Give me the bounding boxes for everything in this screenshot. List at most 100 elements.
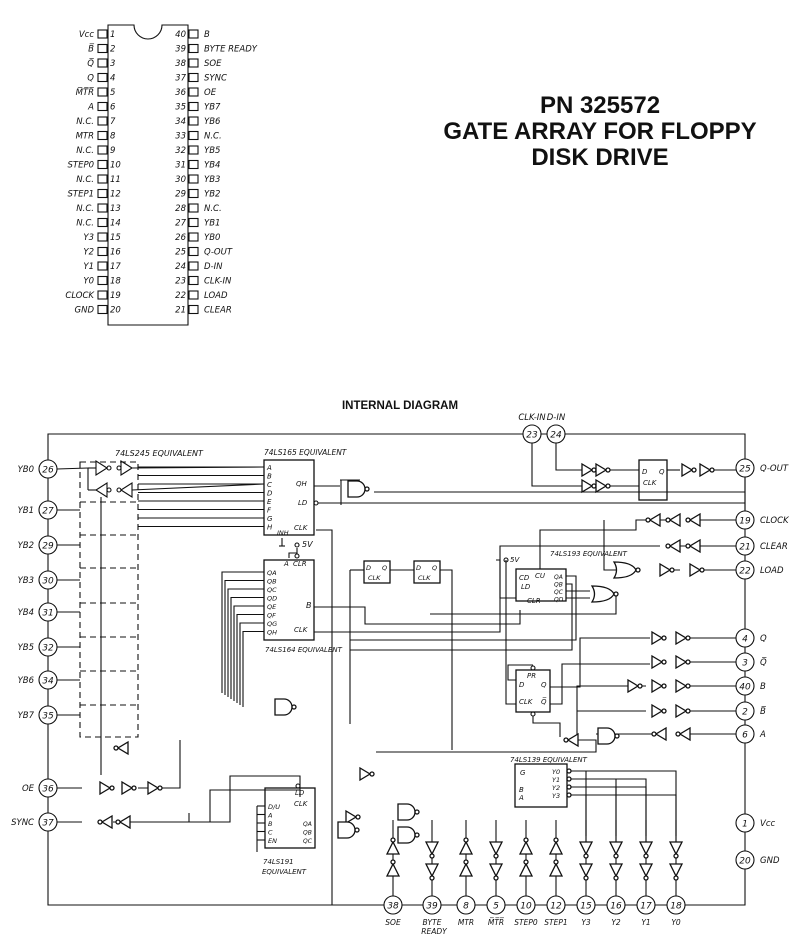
pin-label: QA [267, 569, 277, 577]
dip-pin-pad [188, 290, 199, 300]
dip-pin-pad [97, 232, 108, 242]
dip-pin-name: CLK-IN [204, 277, 232, 287]
pin-name: OE [22, 784, 35, 794]
buffer-gate [595, 478, 608, 494]
buffer-gate [659, 562, 672, 578]
buffer-gate [458, 862, 474, 877]
inverter-bubble [429, 853, 435, 859]
buffer-gate [689, 562, 702, 578]
chip-74ls165-label: 74LS165 EQUIVALENT [264, 448, 348, 457]
buffer-gate [147, 780, 160, 796]
dip-pin-name: N.C. [204, 204, 222, 214]
dip-pin-pad [188, 304, 199, 315]
pin-label: CLR [293, 560, 307, 568]
dip-pin-pad [188, 159, 199, 170]
inverter-bubble [661, 683, 667, 689]
pin-label: D [267, 490, 273, 498]
dip-pin-pad [97, 130, 108, 141]
dip-pin-number: 21 [175, 306, 186, 316]
pin-label: CLK [294, 626, 309, 634]
pin-label: PR [527, 672, 536, 680]
inverter-bubble [553, 859, 559, 865]
inverter-bubble [661, 635, 667, 641]
wire [550, 663, 650, 705]
pin-label: B [306, 601, 312, 610]
inverter-bubble [563, 737, 569, 743]
pin-circle [735, 813, 755, 833]
dip-pin-number: 2 [110, 45, 115, 55]
pin-label: CU [535, 572, 545, 580]
pin-name: Vcc [760, 819, 775, 829]
pin-label: CLK [368, 574, 381, 582]
dip-pin-11: 11N.C. [76, 174, 121, 185]
buffer-dashed-outline [79, 461, 139, 738]
pin-label: Q [541, 681, 547, 689]
nand-gate [337, 821, 356, 839]
buffer-gate [488, 863, 504, 878]
pin-number: 29 [42, 542, 54, 552]
dip-pin-number: 26 [175, 233, 186, 243]
dip-pin-6: 6A [87, 101, 116, 113]
wire [113, 789, 300, 823]
buffer-gate [699, 462, 712, 478]
dip-pin-number: 30 [175, 175, 186, 185]
buffer-gate [581, 478, 594, 494]
wire [188, 775, 301, 823]
buffer-gate [681, 462, 694, 478]
buffer-gate [121, 780, 134, 796]
dip-pin-pad [188, 87, 199, 97]
dip-pin-number: 32 [175, 146, 186, 156]
pin-name: A [759, 730, 766, 740]
dip-pin-pad [188, 203, 199, 213]
wire [131, 483, 265, 491]
dip-pin-pad [97, 304, 108, 315]
pin-name: M̅T̅R̅ [488, 918, 505, 927]
d-flip-flop-1: D Q CLK [363, 560, 391, 584]
buffer-label: 74LS245 EQUIVALENT [115, 449, 204, 458]
inverter-bubble [390, 837, 396, 843]
counter-74ls193: 74LS193 EQUIVALENT CD LD CU CLR QAQBQCQD… [503, 550, 628, 605]
buffer-gate [99, 780, 112, 796]
dip-pin-pad [188, 145, 199, 155]
dip-pin-pad [97, 174, 108, 184]
pin-label: CLK [519, 698, 534, 706]
dip-pin-name: YB5 [204, 146, 220, 156]
dip-pin-32: 32 YB5 [175, 145, 220, 156]
inverter-bubble [685, 683, 691, 689]
chip-74ls191 [264, 787, 316, 849]
dip-pin-name: D-IN [204, 262, 223, 272]
dip-pin-number: 13 [110, 204, 121, 214]
dip-body [107, 24, 189, 326]
pin-name: LOAD [760, 566, 784, 576]
pin-number: 27 [42, 507, 54, 517]
pin-label: Y2 [552, 784, 560, 792]
dip-pin-pad [188, 43, 199, 54]
inverter-bubble [673, 853, 679, 859]
dip-pin-name: Y0 [83, 277, 94, 287]
dip-pin-name: A [87, 103, 94, 113]
pin-label: B [267, 473, 272, 481]
pin-label: A [266, 464, 272, 472]
dip-pin-name: Q [87, 74, 94, 84]
dip-pin-pad [97, 87, 108, 97]
buffer-gate [668, 512, 681, 528]
buffer-gate [688, 512, 701, 528]
dip-pin-name: B [204, 30, 210, 40]
inverter-bubble [613, 591, 619, 597]
pin-label: Q [382, 564, 387, 572]
